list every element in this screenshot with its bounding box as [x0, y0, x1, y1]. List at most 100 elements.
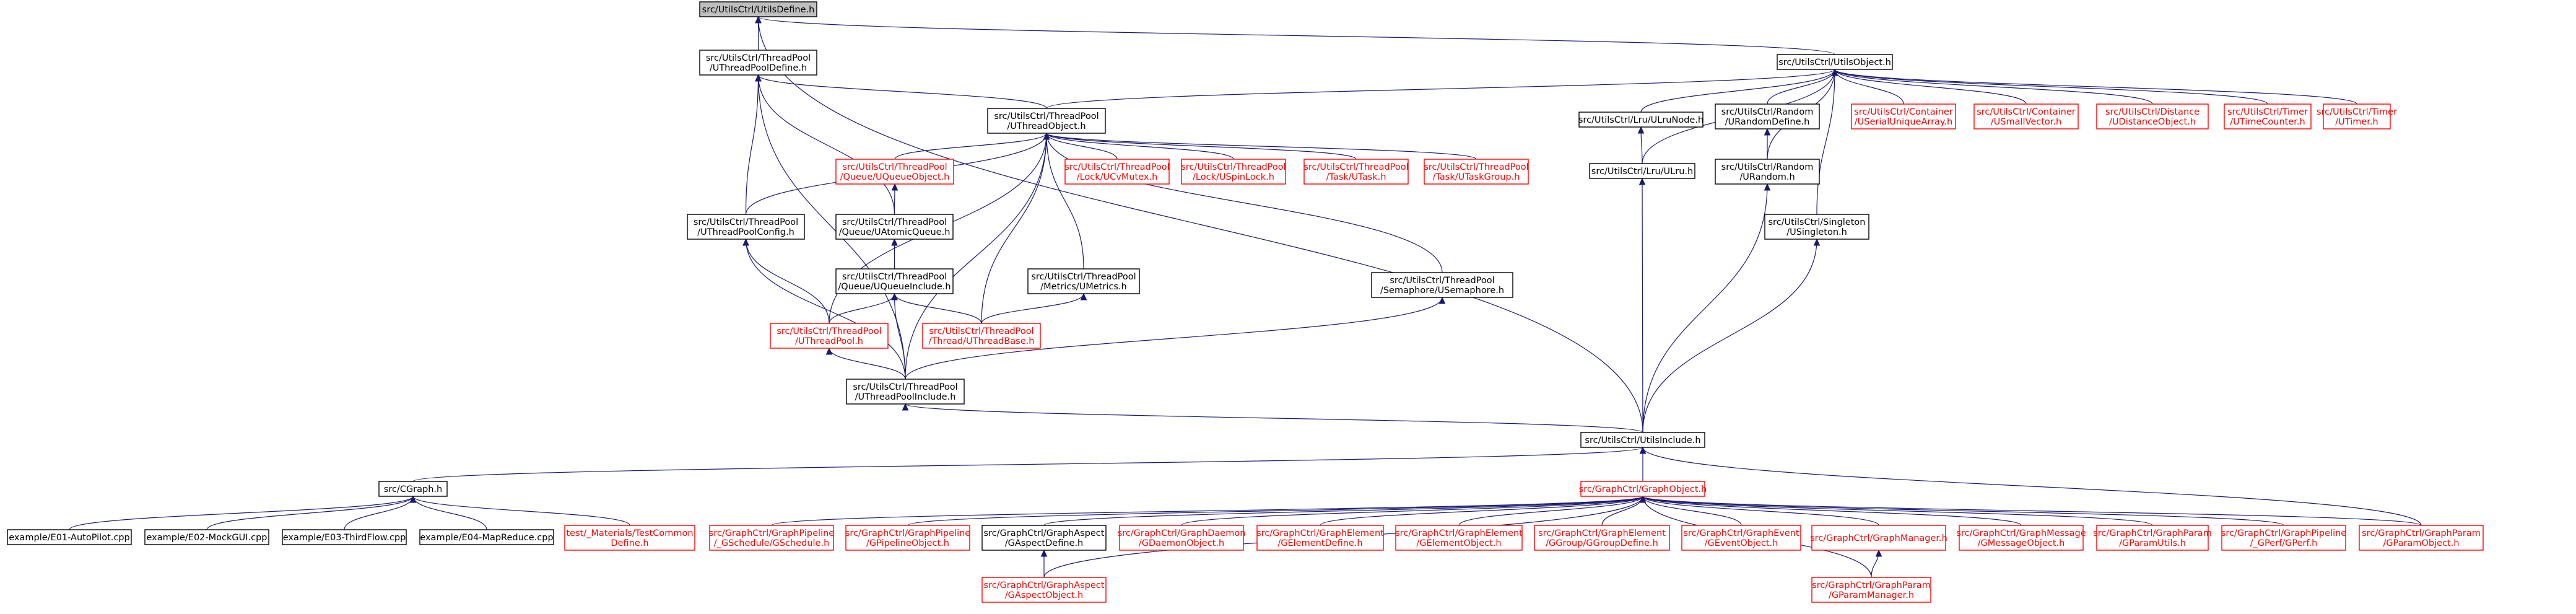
node-box [709, 525, 834, 551]
node-label: src/GraphCtrl/GraphParam [2362, 528, 2481, 538]
node-box [846, 379, 965, 405]
file-node-cvmutex[interactable]: src/UtilsCtrl/ThreadPool/Lock/UCvMutex.h [1064, 159, 1170, 185]
file-node-gaspectobj[interactable]: src/GraphCtrl/GraphAspect/GAspectObject.… [981, 577, 1107, 603]
node-label: /UThreadPoolDefine.h [710, 63, 807, 73]
node-box [1395, 525, 1523, 551]
node-box [1578, 112, 1704, 128]
dependency-edge [1040, 549, 1048, 577]
edge-line [981, 133, 1047, 324]
node-label: /Queue/UQueueInclude.h [838, 282, 951, 292]
file-node-gparamutils[interactable]: src/GraphCtrl/GraphParam/GParamUtils.h [2093, 525, 2212, 551]
edge-line [1046, 133, 1084, 270]
file-node-queueinclude[interactable]: src/UtilsCtrl/ThreadPool/Queue/UQueueInc… [835, 268, 954, 294]
node-label: src/UtilsCtrl/Random [1721, 162, 1814, 172]
edge-line [1642, 183, 1768, 433]
file-node-tpinclude[interactable]: src/UtilsCtrl/ThreadPool/UThreadPoolIncl… [846, 379, 965, 405]
arrow-head [755, 74, 762, 82]
file-node-uthreadbase[interactable]: src/UtilsCtrl/ThreadPool/Thread/UThreadB… [922, 323, 1041, 349]
node-label: src/UtilsCtrl/ThreadPool [1390, 276, 1494, 286]
file-node-ulru[interactable]: src/UtilsCtrl/Lru/ULru.h [1589, 163, 1695, 179]
dependency-edge [745, 74, 762, 215]
node-label: /Task/UTaskGroup.h [1433, 172, 1520, 182]
file-node-gelementobj[interactable]: src/GraphCtrl/GraphElement/GElementObjec… [1395, 525, 1523, 551]
file-node-gdaemonobj[interactable]: src/GraphCtrl/GraphDaemon/GDaemonObject.… [1118, 525, 1246, 551]
file-node-lrunode[interactable]: src/UtilsCtrl/Lru/ULruNode.h [1578, 112, 1704, 128]
edge-line [1046, 133, 1477, 160]
node-box [1811, 525, 1946, 551]
node-label: src/GraphCtrl/GraphDaemon [1118, 528, 1246, 538]
node-label: /GParamObject.h [2383, 538, 2459, 548]
file-node-gparammanager[interactable]: src/GraphCtrl/GraphParam/GParamManager.h [1811, 577, 1931, 603]
edge-line [1642, 447, 2422, 526]
edge-line [757, 74, 895, 215]
file-node-utask[interactable]: src/UtilsCtrl/ThreadPool/Task/UTask.h [1303, 159, 1409, 185]
file-node-ggroupdefine[interactable]: src/GraphCtrl/GraphElement/GGroup/GGroup… [1534, 525, 1670, 551]
file-node-usemaphore[interactable]: src/UtilsCtrl/ThreadPool/Semaphore/USema… [1371, 272, 1513, 298]
file-node-tpconfig[interactable]: src/UtilsCtrl/ThreadPool/UThreadPoolConf… [687, 214, 805, 240]
node-label: src/UtilsCtrl/ThreadPool [842, 162, 947, 172]
file-node-timecounter[interactable]: src/UtilsCtrl/Timer/UTimeCounter.h [2224, 103, 2312, 129]
node-label: /UTimeCounter.h [2230, 117, 2305, 127]
file-node-e03[interactable]: example/E03-ThirdFlow.cpp [282, 529, 407, 545]
node-label: /_GSchedule/GSchedule.h [714, 538, 830, 548]
file-node-cgraph[interactable]: src/CGraph.h [378, 481, 448, 497]
file-node-utilsinclude[interactable]: src/UtilsCtrl/UtilsInclude.h [1580, 432, 1705, 448]
file-node-e02[interactable]: example/E02-MockGUI.cpp [144, 529, 269, 545]
file-node-serialuniq[interactable]: src/UtilsCtrl/Container/USerialUniqueArr… [1851, 103, 1956, 129]
file-node-geventobj[interactable]: src/GraphCtrl/GraphEvent/GEventObject.h [1681, 525, 1801, 551]
file-node-gperf[interactable]: src/GraphCtrl/GraphPipeline/_GPerf/GPerf… [2221, 525, 2347, 551]
file-node-e04[interactable]: example/E04-MapReduce.cpp [419, 529, 554, 545]
file-node-utilsdefine[interactable]: src/UtilsCtrl/UtilsDefine.h [699, 1, 817, 17]
node-box [2221, 525, 2346, 551]
dependency-edge [1637, 126, 1645, 164]
node-label: src/UtilsCtrl/ThreadPool [1064, 162, 1169, 172]
file-node-spinlock[interactable]: src/UtilsCtrl/ThreadPool/Lock/USpinLock.… [1181, 159, 1286, 185]
file-node-usingleton[interactable]: src/UtilsCtrl/Singleton/USingleton.h [1764, 214, 1869, 240]
file-node-gmessageobj[interactable]: src/GraphCtrl/GraphMessage/GMessageObjec… [1956, 525, 2086, 551]
file-node-utilsobject[interactable]: src/UtilsCtrl/UtilsObject.h [1777, 54, 1893, 70]
dependency-edge [1043, 132, 1357, 160]
file-node-umetrics[interactable]: src/UtilsCtrl/ThreadPool/Metrics/UMetric… [1027, 268, 1140, 294]
dependency-edge [1642, 238, 1821, 433]
file-node-gpipelineobj[interactable]: src/GraphCtrl/GraphPipeline/GPipelineObj… [845, 525, 971, 551]
edge-line [1046, 133, 1234, 160]
file-node-utaskgroup[interactable]: src/UtilsCtrl/ThreadPool/Task/UTaskGroup… [1424, 159, 1529, 185]
node-label: test/_Materials/TestCommon [566, 528, 693, 538]
dependency-edge [742, 238, 830, 324]
node-label: src/UtilsCtrl/ThreadPool [1181, 162, 1286, 172]
file-node-gschedule[interactable]: src/GraphCtrl/GraphPipeline/_GSchedule/G… [709, 525, 835, 551]
file-node-urandom[interactable]: src/UtilsCtrl/Random/URandom.h [1715, 159, 1820, 185]
node-box [835, 159, 954, 185]
file-node-atomicqueue[interactable]: src/UtilsCtrl/ThreadPool/Queue/UAtomicQu… [835, 214, 954, 240]
node-label: /UThreadPoolInclude.h [855, 392, 956, 402]
file-node-graphobject[interactable]: src/GraphCtrl/GraphObject.h [1579, 481, 1707, 497]
file-node-gaspectdefine[interactable]: src/GraphCtrl/GraphAspect/GAspectDefine.… [981, 525, 1107, 551]
file-node-gelementdefine[interactable]: src/GraphCtrl/GraphElement/GElementDefin… [1256, 525, 1384, 551]
file-node-randomdefine[interactable]: src/UtilsCtrl/Random/URandomDefine.h [1715, 103, 1820, 129]
file-node-tpobject[interactable]: src/UtilsCtrl/ThreadPool/UThreadObject.h [987, 108, 1106, 134]
node-box [699, 50, 817, 76]
node-label: src/UtilsCtrl/Container [1854, 107, 1953, 117]
node-label: src/GraphCtrl/GraphElement [1395, 528, 1523, 538]
file-node-distanceobj[interactable]: src/UtilsCtrl/Distance/UDistanceObject.h [2096, 103, 2209, 129]
file-node-tpdefine[interactable]: src/UtilsCtrl/ThreadPool/UThreadPoolDefi… [699, 50, 817, 76]
node-label: /Lock/UCvMutex.h [1077, 172, 1158, 182]
file-node-gmanager[interactable]: src/GraphCtrl/GraphManager.h [1810, 525, 1947, 551]
file-node-queueobject[interactable]: src/UtilsCtrl/ThreadPool/Queue/UQueueObj… [835, 159, 954, 185]
node-label: src/GraphCtrl/GraphElement [1256, 528, 1384, 538]
file-node-timer[interactable]: src/UtilsCtrl/Timer/UTimer.h [2317, 103, 2397, 129]
file-node-e01[interactable]: example/E01-AutoPilot.cpp [7, 529, 132, 545]
node-box [1119, 525, 1244, 551]
node-label: /USingleton.h [1786, 227, 1847, 237]
node-label: Define.h [611, 538, 648, 548]
edge-line [69, 496, 414, 530]
file-node-smallvector[interactable]: src/UtilsCtrl/Container/USmallVector.h [1973, 103, 2079, 129]
node-label: src/UtilsCtrl/ThreadPool [706, 53, 811, 63]
file-node-gparamobj[interactable]: src/GraphCtrl/GraphParam/GParamObject.h [2359, 525, 2484, 551]
edge-line [757, 74, 906, 380]
file-node-uthreadpool[interactable]: src/UtilsCtrl/ThreadPool/UThreadPool.h [770, 323, 889, 349]
dependency-edge [825, 347, 906, 380]
arrow-head [891, 292, 898, 300]
node-box [2096, 525, 2209, 551]
